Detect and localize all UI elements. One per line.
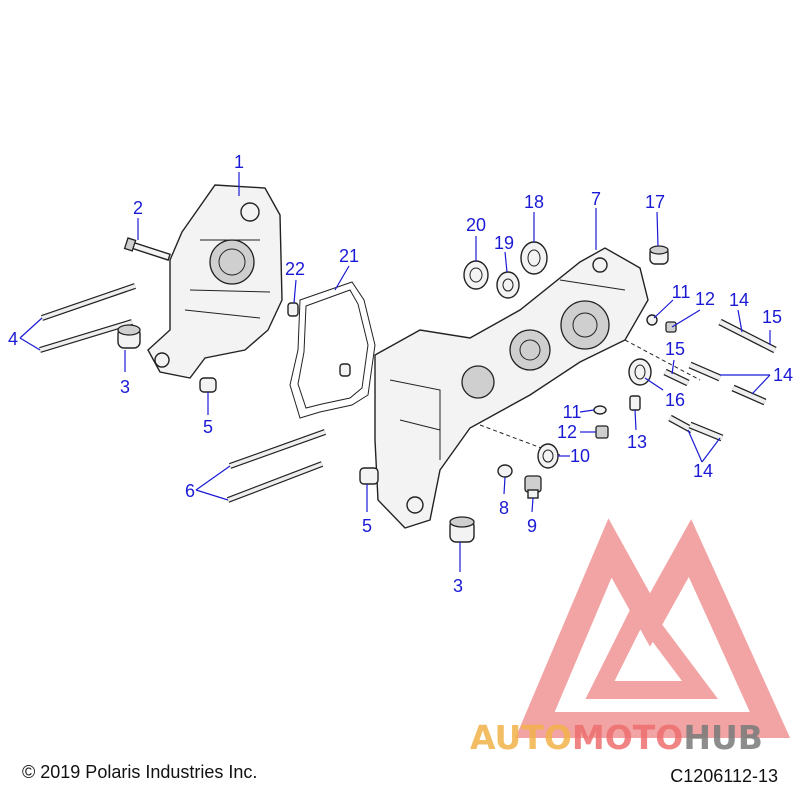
left-crankcase-half <box>147 184 283 379</box>
callout-15: 15 <box>665 339 685 359</box>
leader-lines <box>19 172 771 572</box>
gasket-21 <box>289 281 376 419</box>
callout-19: 19 <box>494 233 514 253</box>
stud-set-4 <box>39 283 136 353</box>
figure-code: C1206112-13 <box>670 766 778 786</box>
callout-18: 18 <box>524 192 544 212</box>
dowel-5-right <box>359 467 379 485</box>
callout-21: 21 <box>339 246 359 266</box>
copyright-notice: © 2019 Polaris Industries Inc. <box>22 762 258 782</box>
callout-20: 20 <box>466 215 486 235</box>
callout-16: 16 <box>665 390 685 410</box>
watermark-hub: HUB <box>683 718 763 757</box>
bearing-18 <box>520 241 548 275</box>
callout-12: 12 <box>695 289 715 309</box>
callout-15: 15 <box>762 307 782 327</box>
callout-14: 14 <box>693 461 713 481</box>
callout-11: 11 <box>563 402 582 422</box>
callout-5: 5 <box>203 417 213 437</box>
callout-8: 8 <box>499 498 509 518</box>
dowel-5-left <box>199 377 217 393</box>
callout-3: 3 <box>453 576 463 596</box>
callout-2: 2 <box>133 198 143 218</box>
callout-labels: 1 2 3 3 4 5 5 6 7 8 9 10 11 11 12 12 13 … <box>8 152 793 596</box>
callout-4: 4 <box>8 329 18 349</box>
callout-1: 1 <box>234 152 244 172</box>
callout-12: 12 <box>557 422 577 442</box>
callout-17: 17 <box>645 192 665 212</box>
callout-22: 22 <box>285 259 305 279</box>
callout-14: 14 <box>729 290 749 310</box>
stud-set-6 <box>226 429 327 503</box>
watermark-moto: MOTO <box>571 718 684 757</box>
drain-bolt-9 <box>524 475 542 499</box>
watermark-logo <box>515 518 791 738</box>
bolt-2 <box>123 237 171 261</box>
seal-16 <box>628 358 652 386</box>
callout-6: 6 <box>185 481 195 501</box>
callout-3: 3 <box>120 377 130 397</box>
washer-11-lower <box>593 405 607 415</box>
callout-10: 10 <box>570 446 590 466</box>
watermark-auto: AUTO <box>470 718 572 757</box>
bearing-20 <box>463 260 489 290</box>
dowel-22 <box>287 302 299 317</box>
bushing-17 <box>649 245 669 265</box>
bushing-3-left <box>117 324 141 349</box>
callout-5: 5 <box>362 516 372 536</box>
callout-9: 9 <box>527 516 537 536</box>
watermark-wordmark: AUTOMOTOHUB <box>470 718 763 757</box>
plug-12-upper <box>665 321 677 333</box>
seal-10 <box>537 443 559 469</box>
callout-7: 7 <box>591 189 601 209</box>
callout-13: 13 <box>627 432 647 452</box>
callout-14: 14 <box>773 365 793 385</box>
bushing-3-right <box>449 516 475 543</box>
bearing-19 <box>496 271 520 299</box>
fitting-13 <box>629 395 641 411</box>
bolt-group-14-15 <box>663 318 777 442</box>
callout-11: 11 <box>672 282 691 302</box>
washer-8 <box>497 464 513 478</box>
plug-12-lower <box>595 425 609 439</box>
